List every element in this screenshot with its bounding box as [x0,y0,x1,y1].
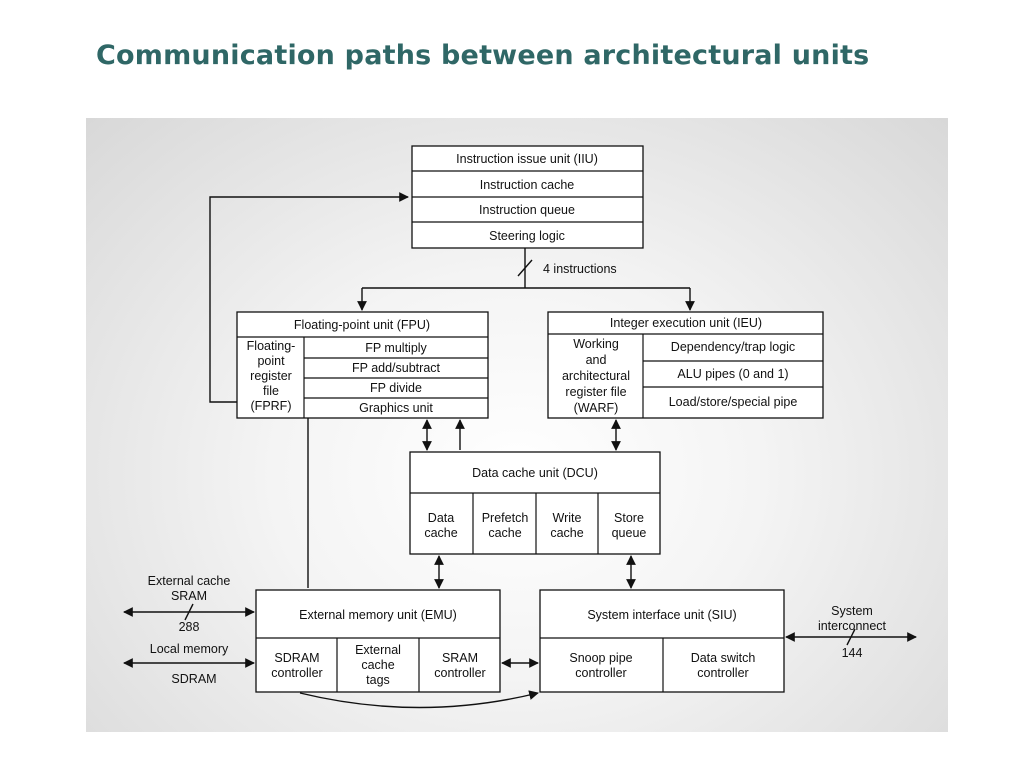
external-labels: External cache SRAM 288 Local memory SDR… [148,574,887,686]
store-queue-line-2: queue [612,526,647,540]
warf-line-1: Working [573,337,619,351]
bus-width-slash [517,259,533,277]
iiu-instruction-queue: Instruction queue [479,203,575,217]
ext-cache-width: 288 [179,620,200,634]
sdram-controller-line-2: controller [271,666,322,680]
data-cache-line-1: Data [428,511,454,525]
ext-cache-slash [184,603,194,621]
data-switch-line-1: Data switch [691,651,756,665]
iiu-steering-logic: Steering logic [489,229,565,243]
store-queue-line-1: Store [614,511,644,525]
snoop-pipe-line-2: controller [575,666,626,680]
ext-cache-tags-line-1: External [355,643,401,657]
bus-label: 4 instructions [543,262,617,276]
siu-block: System interface unit (SIU) Snoop pipe c… [539,589,785,693]
ext-cache-label-2: SRAM [171,589,207,603]
fprf-line-3: register [250,369,292,383]
iiu-title: Instruction issue unit (IIU) [456,152,598,166]
sys-label-2: interconnect [818,619,887,633]
sys-label-1: System [831,604,873,618]
fp-divide: FP divide [370,381,422,395]
emu-siu-curve-arrow [299,690,539,709]
fprf-line-1: Floating- [247,339,296,353]
ext-cache-tags-line-2: cache [361,658,394,672]
sram-controller-line-2: controller [434,666,485,680]
warf-line-3: architectural [562,369,630,383]
fp-multiply: FP multiply [365,341,427,355]
graphics-unit: Graphics unit [359,401,433,415]
siu-title: System interface unit (SIU) [587,608,736,622]
connections [123,192,917,709]
warf-line-5: (WARF) [574,401,619,415]
fprf-line-2: point [257,354,285,368]
write-cache-line-1: Write [553,511,582,525]
ext-cache-label-1: External cache [148,574,231,588]
fp-add-subtract: FP add/subtract [352,361,441,375]
iiu-block: Instruction issue unit (IIU) Instruction… [411,145,644,249]
ieu-block: Integer execution unit (IEU) Working and… [547,311,824,419]
ext-cache-tags-line-3: tags [366,673,390,687]
fprf-line-5: (FPRF) [251,399,292,413]
write-cache-line-2: cache [550,526,583,540]
snoop-pipe-line-1: Snoop pipe [569,651,632,665]
sys-width: 144 [842,646,863,660]
dcu-title: Data cache unit (DCU) [472,466,598,480]
sram-controller-line-1: SRAM [442,651,478,665]
emu-block: External memory unit (EMU) SDRAM control… [255,589,501,693]
local-mem-label-1: Local memory [150,642,229,656]
fpu-title: Floating-point unit (FPU) [294,318,430,332]
fpu-block: Floating-point unit (FPU) Floating- poin… [236,311,489,419]
emu-title: External memory unit (EMU) [299,608,457,622]
prefetch-cache-line-1: Prefetch [482,511,529,525]
load-store-special-pipe: Load/store/special pipe [669,395,798,409]
data-cache-line-2: cache [424,526,457,540]
warf-line-2: and [586,353,607,367]
local-mem-label-2: SDRAM [171,672,216,686]
dcu-block: Data cache unit (DCU) Data cache Prefetc… [409,451,661,555]
sys-slash [846,628,856,646]
warf-line-4: register file [565,385,626,399]
emu-to-iiu-arrow [209,192,409,588]
alu-pipes: ALU pipes (0 and 1) [677,367,788,381]
sdram-controller-line-1: SDRAM [274,651,319,665]
ieu-title: Integer execution unit (IEU) [610,316,762,330]
slide-title: Communication paths between architectura… [96,40,870,71]
prefetch-cache-line-2: cache [488,526,521,540]
data-switch-line-2: controller [697,666,748,680]
fprf-line-4: file [263,384,279,398]
iiu-instruction-cache: Instruction cache [480,178,575,192]
dependency-trap-logic: Dependency/trap logic [671,340,795,354]
